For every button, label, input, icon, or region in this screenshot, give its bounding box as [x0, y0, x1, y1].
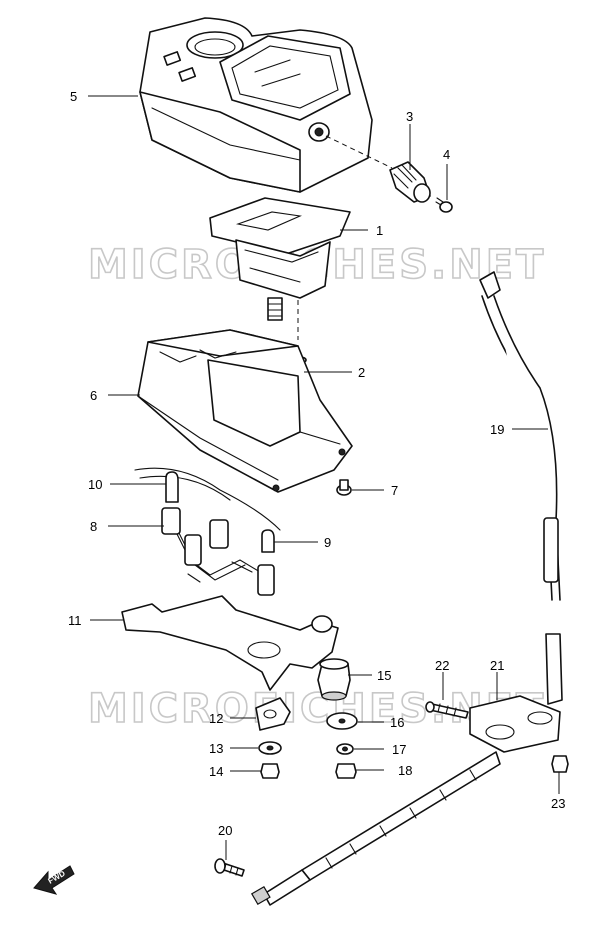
part-18-nut[interactable] — [335, 763, 357, 779]
part-19-speedometer-cable[interactable] — [479, 271, 563, 705]
callout-9: 9 — [324, 535, 331, 550]
part-22-bolt[interactable] — [425, 701, 469, 719]
watermark-bottom: MICROFICHES.NET — [88, 686, 546, 732]
part-5-meter-cover[interactable] — [139, 17, 373, 193]
part-21-clamp[interactable] — [469, 695, 561, 753]
part-20-screw[interactable] — [214, 858, 245, 877]
callout-21: 21 — [490, 658, 504, 673]
callout-5: 5 — [70, 89, 77, 104]
part-8-bulb-sockets[interactable] — [134, 467, 281, 596]
callout-6: 6 — [90, 388, 97, 403]
part-9-bulb[interactable] — [261, 529, 275, 553]
callout-23: 23 — [551, 796, 565, 811]
part-7-screw[interactable] — [336, 479, 352, 496]
callout-17: 17 — [392, 742, 406, 757]
lower-cable[interactable] — [250, 751, 501, 906]
part-1-speedometer[interactable] — [209, 197, 351, 340]
callout-18: 18 — [398, 763, 412, 778]
callout-22: 22 — [435, 658, 449, 673]
callout-13: 13 — [209, 741, 223, 756]
part-4-screw[interactable] — [435, 197, 453, 213]
part-23-nut[interactable] — [551, 755, 569, 773]
part-6-meter-case[interactable] — [137, 329, 353, 493]
part-13-washer[interactable] — [258, 741, 282, 755]
callout-7: 7 — [391, 483, 398, 498]
callout-20: 20 — [218, 823, 232, 838]
callout-1: 1 — [376, 223, 383, 238]
callout-19: 19 — [490, 422, 504, 437]
part-17-washer[interactable] — [336, 743, 354, 755]
part-15-grommet[interactable] — [317, 658, 351, 701]
part-11-bracket[interactable] — [121, 595, 339, 691]
callout-10: 10 — [88, 477, 102, 492]
part-10-bulb[interactable] — [165, 471, 179, 503]
callout-8: 8 — [90, 519, 97, 534]
callout-4: 4 — [443, 147, 450, 162]
forward-arrow-icon: FWD — [33, 865, 75, 895]
callout-16: 16 — [390, 715, 404, 730]
part-3-reset-knob[interactable] — [325, 135, 431, 203]
callout-14: 14 — [209, 764, 223, 779]
callout-15: 15 — [377, 668, 391, 683]
callout-3: 3 — [406, 109, 413, 124]
part-12-cushion[interactable] — [255, 697, 291, 731]
part-14-nut[interactable] — [260, 763, 280, 779]
part-16-washer[interactable] — [326, 712, 358, 730]
callout-11: 11 — [68, 613, 82, 628]
callout-2: 2 — [358, 365, 365, 380]
leader-lines — [88, 95, 560, 860]
callout-labels: 1 2 3 4 5 6 7 8 9 10 11 12 13 14 15 16 1… — [68, 89, 565, 838]
callout-12: 12 — [209, 711, 223, 726]
